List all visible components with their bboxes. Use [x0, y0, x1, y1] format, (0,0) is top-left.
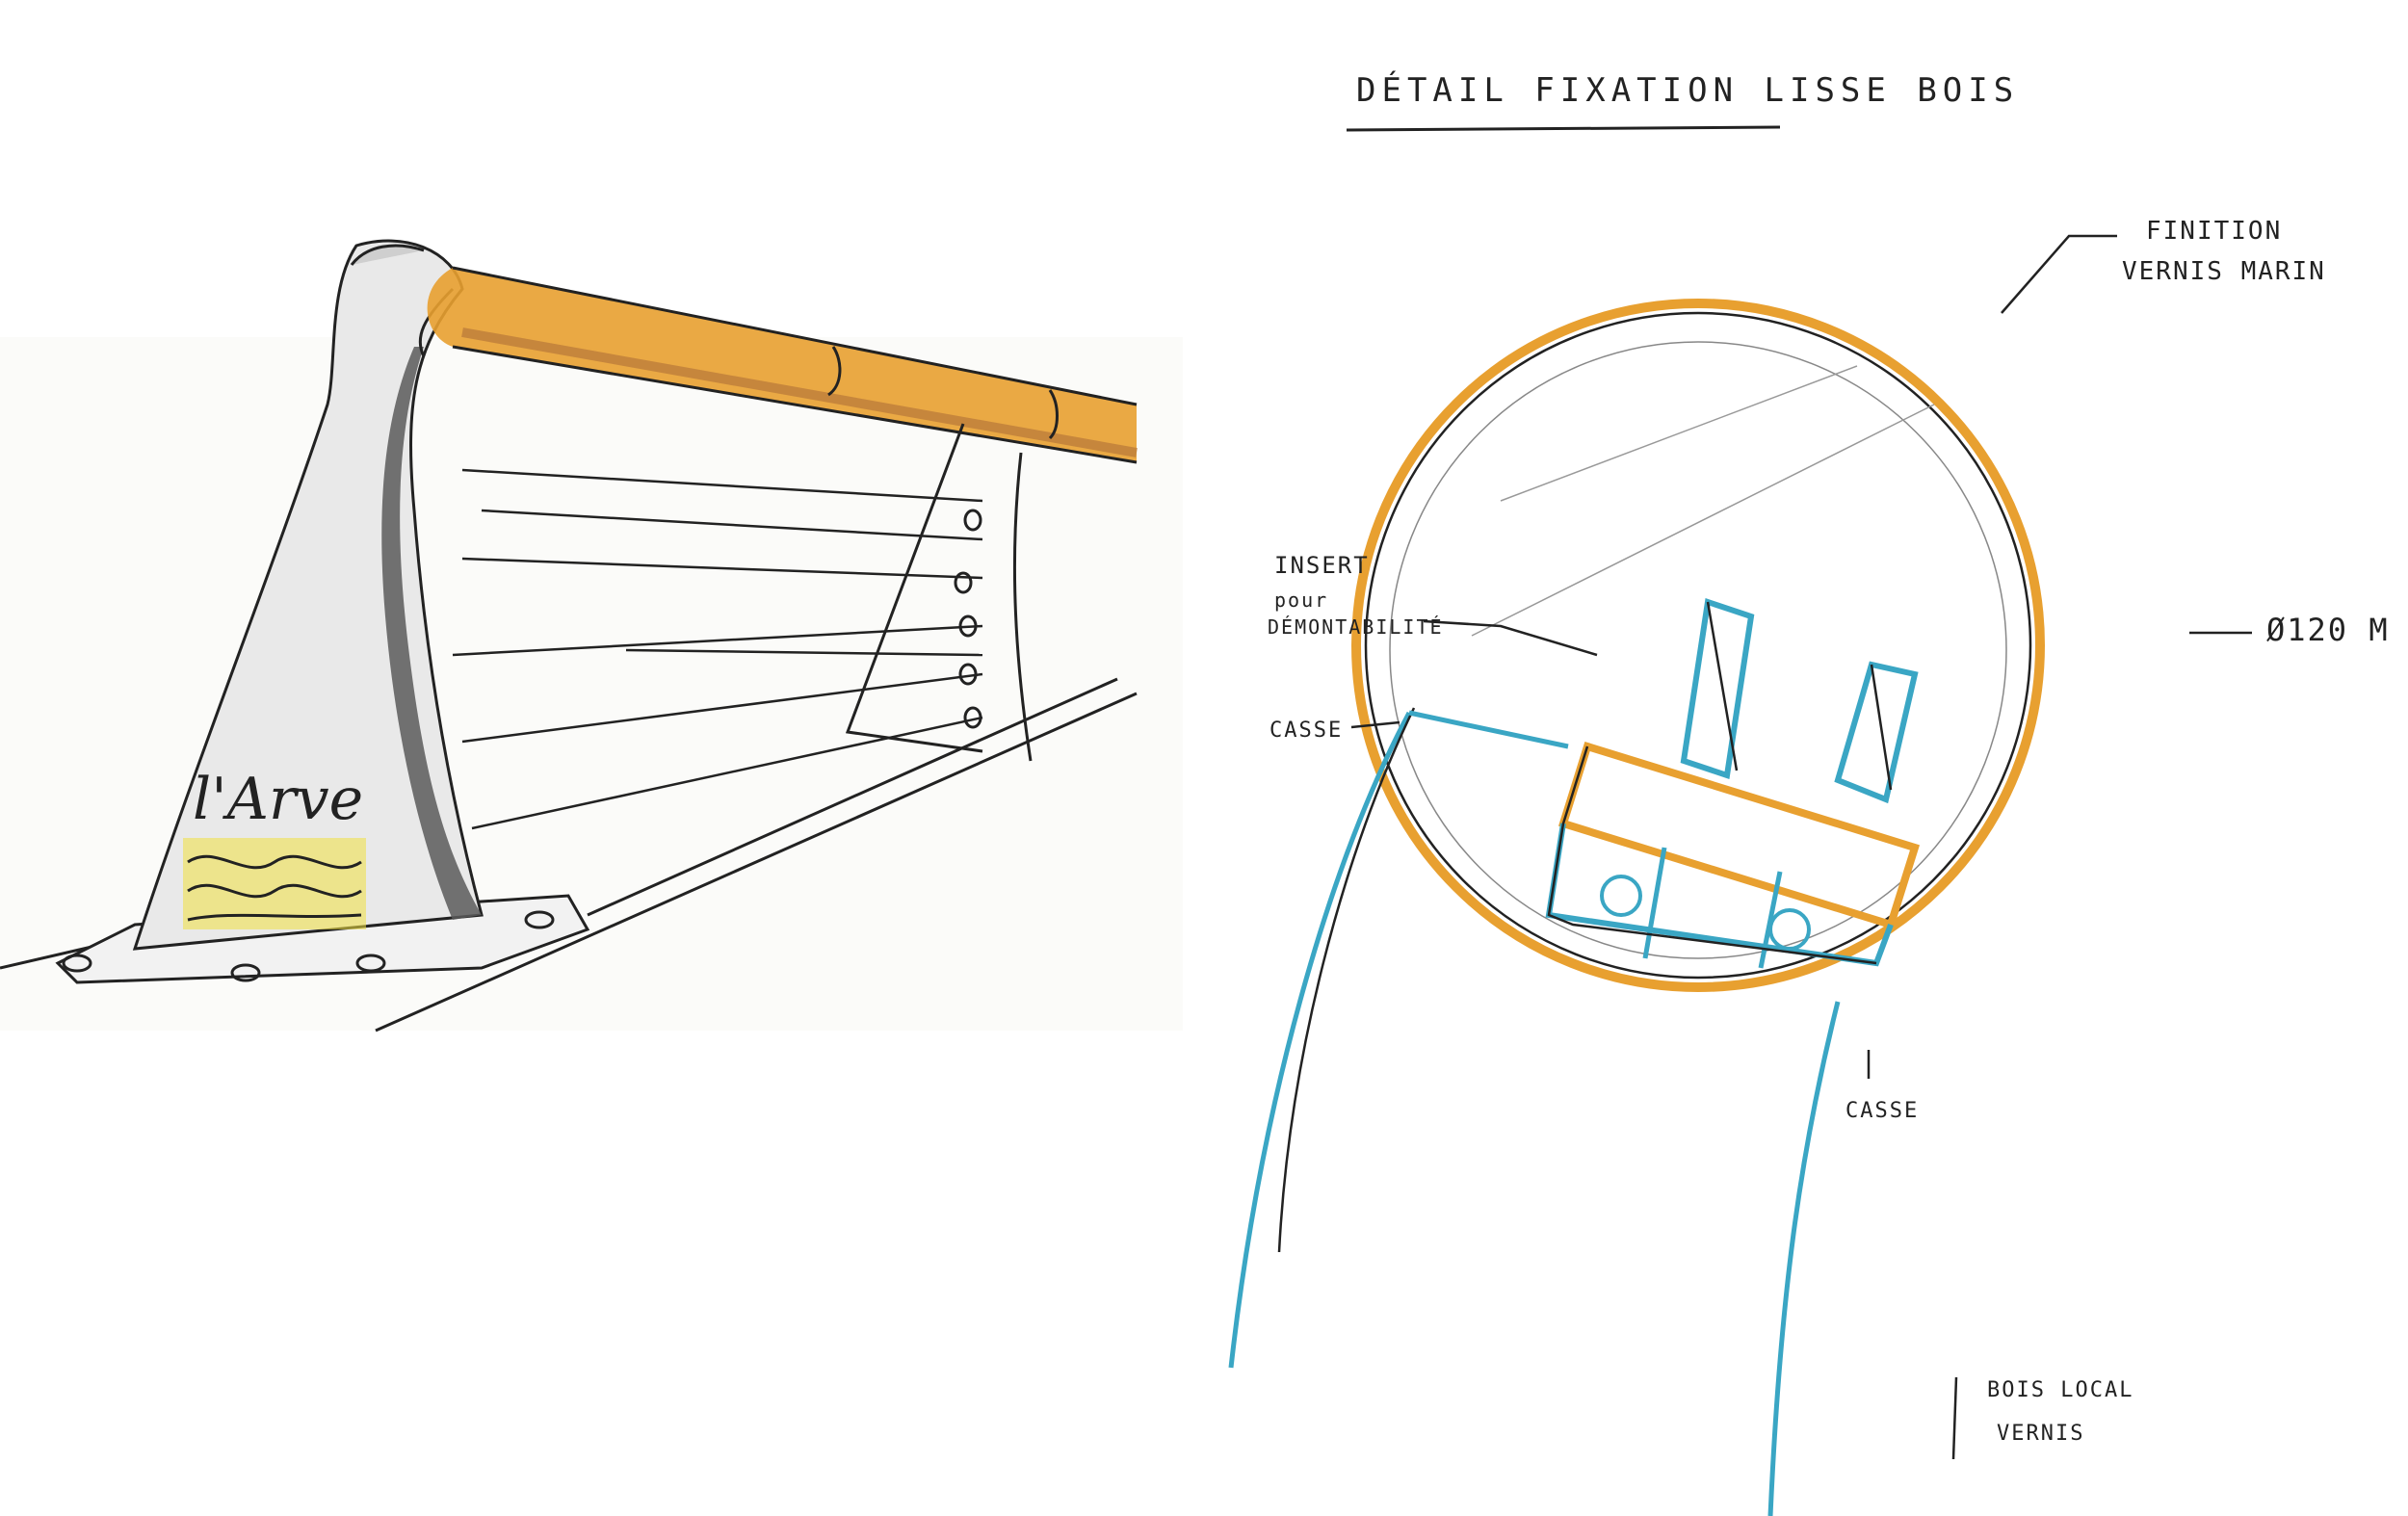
intermediate-post — [845, 423, 1033, 762]
left-sketch-page: l'Arve — [0, 0, 1183, 1516]
title-underline — [1346, 125, 1781, 132]
break-label-left: CASSE — [1269, 719, 1343, 743]
break-leader-left — [1350, 720, 1400, 729]
wooden-handrail — [427, 266, 1138, 464]
rail-fixing-detail-sketch: DÉTAIL FIXATION LISSE BOIS FINITION VERN… — [1228, 70, 2390, 1516]
wood-label-line2: VERNIS — [1997, 1422, 2084, 1446]
threaded-inserts — [1680, 598, 1919, 804]
insert-label-line2: pour — [1274, 588, 1328, 612]
tension-cables — [452, 468, 983, 830]
diameter-label: Ø120 M — [2266, 612, 2390, 648]
support-post — [1228, 707, 1841, 1516]
insert-label-line3: DÉMONTABILITÉ — [1268, 615, 1444, 639]
finish-leader-line — [2001, 234, 2117, 314]
right-sketch-page: DÉTAIL FIXATION LISSE BOIS FINITION VERN… — [1183, 0, 2408, 1516]
insert-label-line1: INSERT — [1274, 552, 1370, 579]
finish-label-line2: VERNIS MARIN — [2122, 257, 2326, 286]
finish-label-line1: FINITION — [2146, 217, 2282, 246]
wood-label-line1: BOIS LOCAL — [1987, 1378, 2133, 1402]
pillar-brand-label: l'Arve — [193, 766, 363, 833]
break-label-bottom: CASSE — [1845, 1099, 1919, 1123]
mounting-saddle — [1545, 742, 1921, 969]
river-waves-motif — [183, 838, 366, 929]
railing-perspective-sketch: l'Arve — [0, 239, 1138, 1032]
detail-title: DÉTAIL FIXATION LISSE BOIS — [1356, 70, 2019, 110]
rail-cross-section — [1351, 299, 2045, 992]
pillar — [132, 239, 484, 951]
wood-label-bracket — [1951, 1376, 1958, 1460]
insert-leader-line — [1423, 619, 1598, 657]
